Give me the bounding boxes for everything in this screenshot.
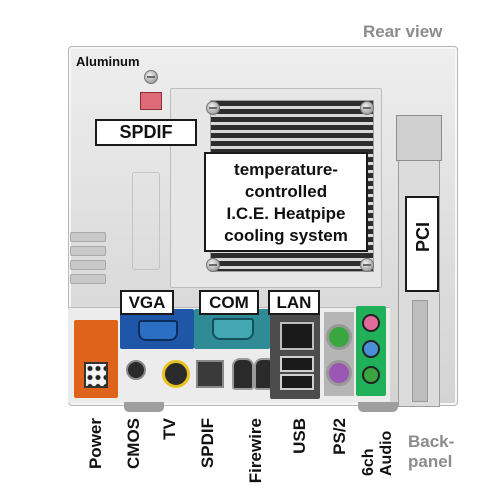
- cooling-line: temperature-: [234, 160, 338, 179]
- power-connector: [84, 362, 108, 388]
- spdif-optical-port: [140, 92, 162, 110]
- ps2-keyboard-port: [326, 360, 352, 386]
- pci-label: PCI: [413, 222, 433, 253]
- firewire-port: [232, 358, 254, 390]
- ps2-mouse-port: [326, 324, 352, 350]
- cooling-line: cooling system: [224, 226, 348, 245]
- grille-screw-tr: [360, 101, 374, 115]
- lan-rj45-port: [280, 322, 314, 350]
- audio-jack: [362, 340, 380, 358]
- spdif-callout: SPDIF: [95, 119, 197, 146]
- vga-callout: VGA: [120, 290, 174, 315]
- audio-jack: [362, 314, 380, 332]
- left-vent-slot: [70, 274, 106, 284]
- tv-label: TV: [160, 418, 179, 440]
- grille-screw-tl: [206, 101, 220, 115]
- cooling-line: controlled: [244, 182, 328, 201]
- com-callout: COM: [199, 290, 259, 315]
- clear-cmos-button[interactable]: [126, 360, 146, 380]
- cooling-system-callout: temperature- controlled I.C.E. Heatpipe …: [204, 152, 368, 252]
- grille-screw-bl: [206, 258, 220, 272]
- backpanel-label-line1: Back-: [408, 432, 455, 451]
- left-vent-slot: [70, 246, 106, 256]
- cooling-line: I.C.E. Heatpipe: [226, 204, 346, 223]
- usb-port: [280, 356, 314, 372]
- grille-screw-br: [360, 258, 374, 272]
- aluminum-label: Aluminum: [76, 54, 140, 69]
- ps2-label: PS/2: [330, 418, 349, 455]
- left-vent-slot: [70, 260, 106, 270]
- pci-slot-opening: [412, 300, 428, 402]
- rear-view-title: Rear view: [363, 22, 443, 41]
- pci-callout: PCI: [405, 196, 439, 292]
- cmos-label: CMOS: [124, 418, 143, 469]
- usb-label: USB: [290, 418, 309, 454]
- audio-label: 6ch Audio: [360, 430, 395, 476]
- chassis-foot: [124, 402, 164, 412]
- pci-bracket-tab: [396, 115, 442, 161]
- backpanel-label-line2: panel: [408, 452, 453, 471]
- rear-fan-outline: [132, 172, 160, 270]
- spdif-coaxial-port: [196, 360, 224, 388]
- vga-connector: [138, 320, 178, 341]
- chassis-foot: [358, 402, 398, 412]
- spdif-label: SPDIF: [198, 418, 217, 469]
- audio-jack: [362, 366, 380, 384]
- left-vent-slot: [70, 232, 106, 242]
- usb-port: [280, 374, 314, 390]
- top-screw: [144, 70, 158, 84]
- firewire-label: Firewire: [246, 418, 265, 484]
- com-connector: [212, 318, 254, 340]
- lan-callout: LAN: [268, 290, 320, 315]
- power-label: Power: [86, 418, 105, 470]
- tv-out-port: [162, 360, 190, 388]
